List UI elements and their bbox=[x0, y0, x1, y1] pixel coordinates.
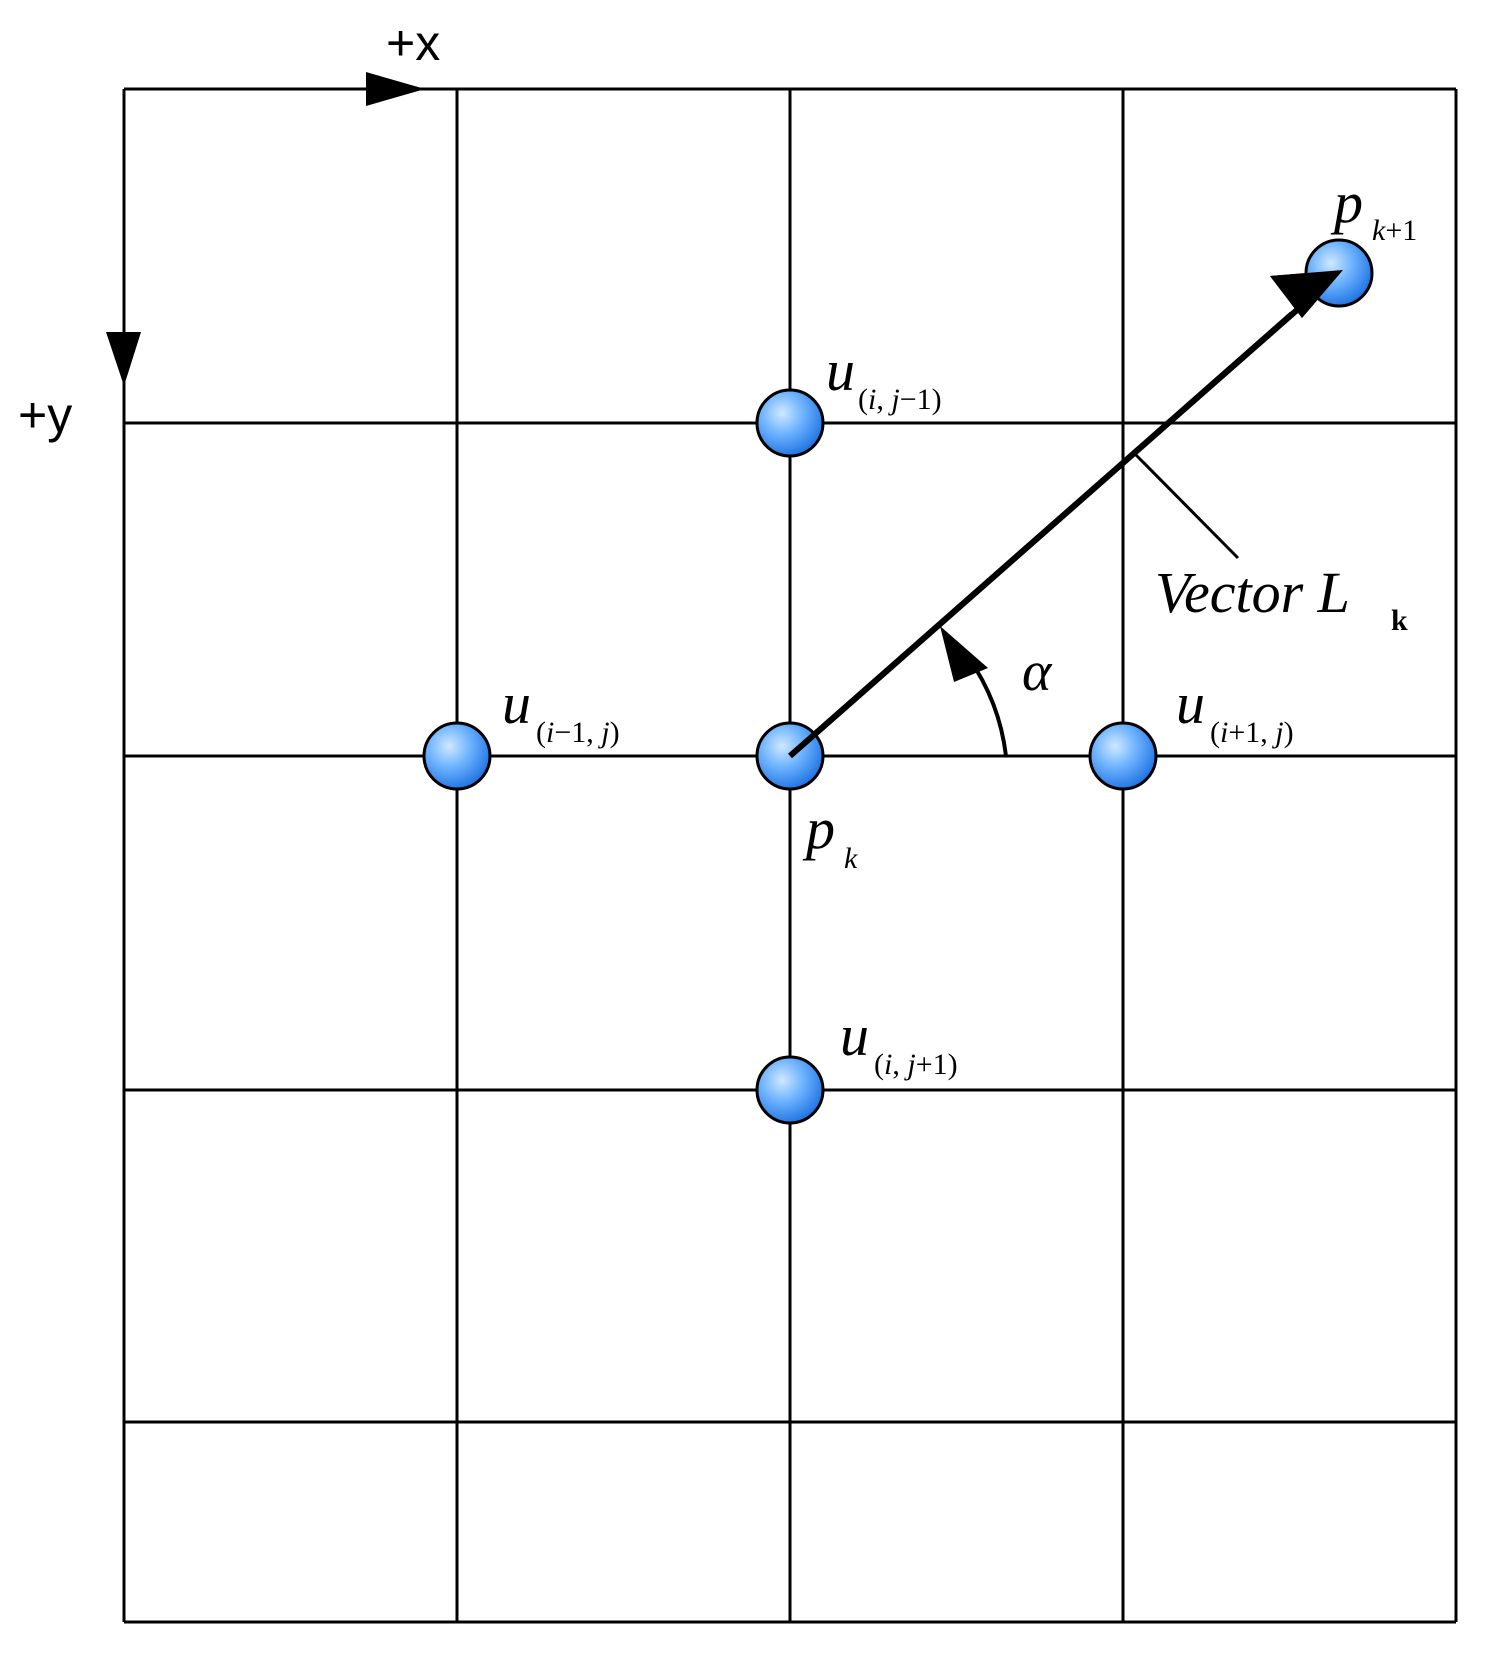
label-sub-i: i bbox=[546, 716, 554, 749]
node-u-i-jp1 bbox=[755, 1055, 825, 1125]
label-sub-open: ( bbox=[858, 383, 868, 416]
label-p-k: p k bbox=[802, 796, 858, 875]
x-axis-label: +x bbox=[386, 15, 440, 71]
label-sub-open: ( bbox=[874, 1048, 884, 1081]
label-u-main: u bbox=[826, 338, 855, 403]
label-sub-close: ) bbox=[1284, 716, 1294, 749]
label-sub-rest: +1, bbox=[1228, 716, 1275, 749]
angle-label-alpha: α bbox=[1022, 641, 1053, 703]
label-u-ip1-j: u (i+1, j) bbox=[1176, 671, 1294, 749]
vector-line-overlay bbox=[788, 311, 1294, 759]
node-u-ip1-j bbox=[1088, 721, 1158, 791]
label-sub-i: i bbox=[868, 383, 876, 416]
label-sub-rest: −1) bbox=[900, 383, 942, 416]
label-sub-i: i bbox=[1220, 716, 1228, 749]
label-sub-rest: +1) bbox=[916, 1048, 958, 1081]
y-axis-label: +y bbox=[18, 387, 72, 443]
label-u-i-jm1: u (i, j−1) bbox=[826, 338, 942, 416]
label-u-main: u bbox=[502, 671, 531, 736]
label-u-main: u bbox=[1176, 671, 1205, 736]
label-sub-j: j bbox=[903, 1048, 915, 1081]
label-sub-open: ( bbox=[536, 716, 546, 749]
label-p-sub: k bbox=[844, 842, 858, 875]
label-p-main: p bbox=[802, 796, 835, 861]
label-sub-comma: , bbox=[876, 383, 891, 416]
node-u-im1-j bbox=[422, 721, 492, 791]
vector-leader-line bbox=[1134, 453, 1240, 560]
svg-text:(i+1, j): (i+1, j) bbox=[1210, 716, 1294, 749]
label-p-k-plus-1: p k+1 bbox=[1330, 170, 1417, 247]
label-u-im1-j: u (i−1, j) bbox=[502, 671, 620, 749]
label-p-sub-k: k bbox=[1372, 214, 1386, 247]
svg-text:(i−1, j): (i−1, j) bbox=[536, 716, 620, 749]
grid-lines bbox=[122, 87, 1458, 1624]
label-vector: Vector L k bbox=[1155, 560, 1408, 637]
label-u-i-jp1: u (i, j+1) bbox=[840, 1003, 958, 1081]
angle-arrowhead bbox=[940, 626, 988, 682]
svg-text:k+1: k+1 bbox=[1372, 214, 1417, 247]
vector-label-main: Vector L bbox=[1155, 560, 1350, 625]
y-axis-arrowhead bbox=[106, 332, 141, 386]
label-u-main: u bbox=[840, 1003, 869, 1068]
label-sub-j: j bbox=[1271, 716, 1283, 749]
vector-label-sub: k bbox=[1391, 604, 1408, 637]
node-u-i-jm1 bbox=[755, 388, 825, 458]
svg-text:(i, j−1): (i, j−1) bbox=[858, 383, 942, 416]
label-sub-comma: , bbox=[892, 1048, 907, 1081]
label-sub-j: j bbox=[597, 716, 609, 749]
x-axis-arrowhead bbox=[366, 72, 425, 106]
label-sub-rest: −1, bbox=[554, 716, 601, 749]
label-sub-close: ) bbox=[610, 716, 620, 749]
label-p-sub-rest: +1 bbox=[1385, 214, 1417, 247]
vector-arrowhead-tip bbox=[1270, 270, 1343, 318]
label-sub-i: i bbox=[884, 1048, 892, 1081]
label-p-main: p bbox=[1330, 170, 1363, 235]
label-sub-j: j bbox=[887, 383, 899, 416]
label-sub-open: ( bbox=[1210, 716, 1220, 749]
svg-text:(i, j+1): (i, j+1) bbox=[874, 1048, 958, 1081]
